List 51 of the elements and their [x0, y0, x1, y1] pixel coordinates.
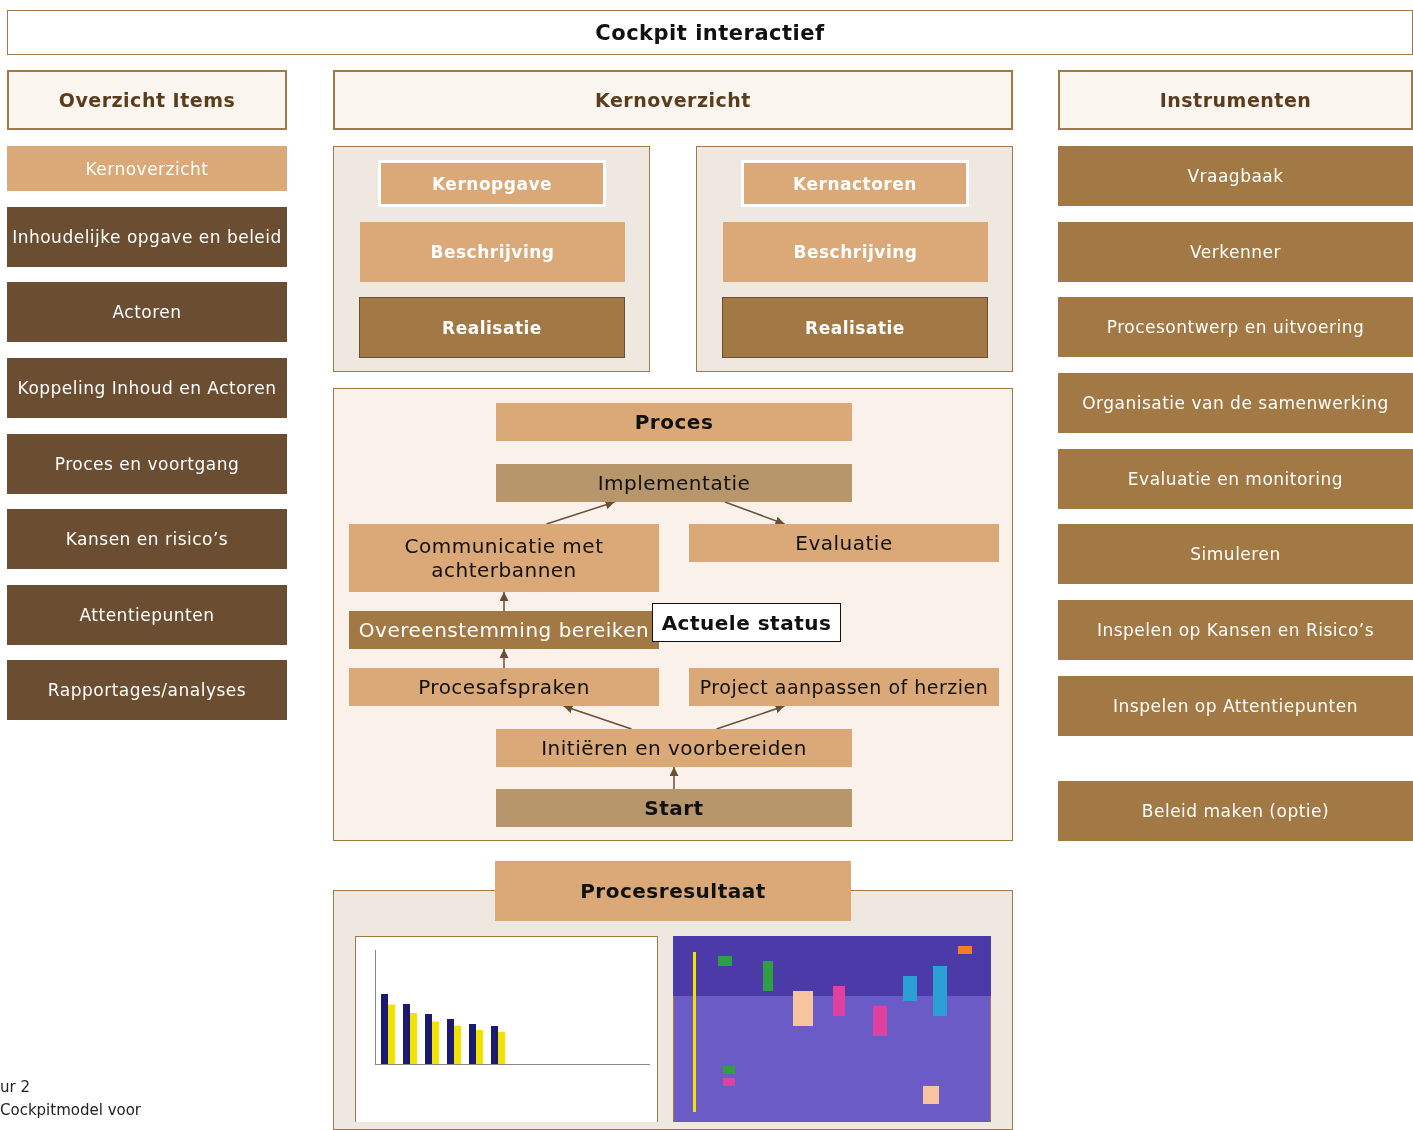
result-panel — [333, 861, 1013, 1130]
arrow — [562, 704, 633, 730]
item-box: Beschrijving — [360, 222, 625, 282]
instrument-item: Verkenner — [1058, 222, 1413, 282]
instrument-item: Vraagbaak — [1058, 146, 1413, 206]
heading-box: Kernactoren — [741, 160, 969, 207]
panel-heading: Procesresultaat — [495, 861, 851, 921]
process-box: Communicatie met achterbannen — [349, 524, 659, 592]
title-bar: Cockpit interactief — [7, 10, 1413, 55]
menu-item: Actoren — [7, 282, 287, 342]
menu-item: Inhoudelijke opgave en beleid — [7, 207, 287, 267]
status-box: Actuele status — [652, 603, 841, 642]
arrow — [499, 648, 509, 669]
arrow — [669, 766, 679, 790]
instrument-item: Procesontwerp en uitvoering — [1058, 297, 1413, 357]
process-box: Implementatie — [496, 464, 852, 502]
arrow — [715, 704, 786, 730]
menu-item: Kansen en risico’s — [7, 509, 287, 569]
menu-item: Rapportages/analyses — [7, 660, 287, 720]
process-box: Overeenstemming bereiken — [349, 611, 659, 649]
item-box: Realisatie — [359, 297, 625, 358]
process-box: Evaluatie — [689, 524, 999, 562]
heading-box: Kernopgave — [378, 160, 606, 207]
process-heading: Proces — [496, 403, 852, 441]
arrow — [724, 501, 786, 526]
instrument-item: Inspelen op Kansen en Risico’s — [1058, 600, 1413, 660]
process-box: Procesafspraken — [349, 668, 659, 706]
menu-item: Koppeling Inhoud en Actoren — [7, 358, 287, 418]
arrow — [499, 591, 509, 612]
instrument-item: Inspelen op Attentiepunten — [1058, 676, 1413, 736]
panel — [333, 146, 650, 372]
column-heading: Kernoverzicht — [333, 70, 1013, 130]
menu-item: Kernoverzicht — [7, 146, 287, 191]
instrument-item: Beleid maken (optie) — [1058, 781, 1413, 841]
instrument-item: Organisatie van de samenwerking — [1058, 373, 1413, 433]
menu-item: Proces en voortgang — [7, 434, 287, 494]
instrument-item: Evaluatie en monitoring — [1058, 449, 1413, 509]
column-heading: Overzicht Items — [7, 70, 287, 130]
caption-text: ur 2 — [0, 1078, 30, 1096]
item-box: Beschrijving — [723, 222, 988, 282]
item-box: Realisatie — [722, 297, 988, 358]
process-box: Project aanpassen of herzien — [689, 668, 999, 706]
column-heading: Instrumenten — [1058, 70, 1413, 130]
process-box: Initiëren en voorbereiden — [496, 729, 852, 767]
process-panel — [333, 388, 1013, 841]
instrument-item: Simuleren — [1058, 524, 1413, 584]
start-box: Start — [496, 789, 852, 827]
panel — [696, 146, 1013, 372]
caption-text: Cockpitmodel voor — [0, 1101, 142, 1119]
menu-item: Attentiepunten — [7, 585, 287, 645]
arrow — [545, 500, 616, 525]
